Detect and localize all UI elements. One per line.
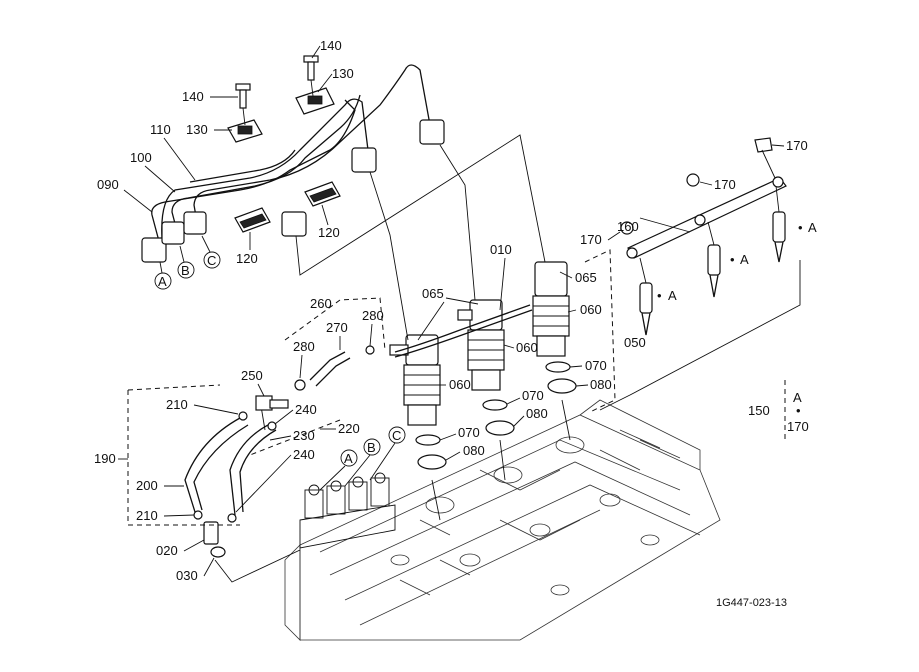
label-070-left: 070 — [458, 425, 480, 440]
label-150-a: A — [793, 390, 802, 405]
label-070-right: 070 — [585, 358, 607, 373]
label-230: 230 — [293, 428, 315, 443]
drawing-code: 1G447-023-13 — [716, 597, 787, 609]
label-140-top: 140 — [320, 38, 342, 53]
label-030: 030 — [176, 568, 198, 583]
label-090: 090 — [97, 177, 119, 192]
cylinder-head-illustration — [284, 399, 721, 641]
label-060-left: 060 — [449, 377, 471, 392]
label-120-right: 120 — [318, 225, 340, 240]
label-080-mid: 080 — [526, 406, 548, 421]
nozzle-marker-a-3: A — [808, 220, 817, 235]
label-120-left: 120 — [236, 251, 258, 266]
label-170-top: 170 — [786, 138, 808, 153]
label-130-left: 130 — [186, 122, 208, 137]
label-150: 150 — [748, 403, 770, 418]
injector-assemblies — [389, 249, 616, 470]
marker-c-head: C — [392, 428, 401, 443]
label-070-mid: 070 — [522, 388, 544, 403]
label-170-left: 170 — [580, 232, 602, 247]
nozzle-marker-a-1: A — [668, 288, 677, 303]
label-080-left: 080 — [463, 443, 485, 458]
label-050: 050 — [624, 335, 646, 350]
label-160: 160 — [617, 219, 639, 234]
label-260: 260 — [310, 296, 332, 311]
marker-a-head: A — [344, 451, 353, 466]
marker-b-head: B — [367, 440, 376, 455]
injection-pipes — [141, 64, 445, 263]
nozzle-marker-a-2: A — [740, 252, 749, 267]
pipe-clamps — [227, 55, 341, 233]
label-150-170: 170 — [787, 419, 809, 434]
label-010: 010 — [490, 242, 512, 257]
label-150-dot: • — [796, 403, 801, 418]
marker-a-pipe: A — [158, 274, 167, 289]
label-065-left: 065 — [422, 286, 444, 301]
label-200: 200 — [136, 478, 158, 493]
label-170-mid: 170 — [714, 177, 736, 192]
label-220: 220 — [338, 421, 360, 436]
label-130-top: 130 — [332, 66, 354, 81]
label-270: 270 — [326, 320, 348, 335]
label-280-left: 280 — [293, 339, 315, 354]
label-280-right: 280 — [362, 308, 384, 323]
return-hose-group — [127, 297, 786, 558]
marker-c-pipe: C — [207, 253, 216, 268]
nozzle-marker-dot-1: • — [657, 288, 662, 303]
label-190: 190 — [94, 451, 116, 466]
label-240-top: 240 — [295, 402, 317, 417]
nozzle-marker-dot-2: • — [730, 252, 735, 267]
label-110: 110 — [150, 122, 171, 137]
label-240-bottom: 240 — [293, 447, 315, 462]
nozzle-marker-dot-3: • — [798, 220, 803, 235]
part-number-labels: 140 130 140 130 110 100 090 120 120 010 … — [94, 38, 817, 609]
label-065-right: 065 — [575, 270, 597, 285]
marker-b-pipe: B — [181, 263, 190, 278]
label-020: 020 — [156, 543, 178, 558]
label-080-right: 080 — [590, 377, 612, 392]
nozzle-and-bracket — [620, 137, 787, 336]
label-060-right: 060 — [580, 302, 602, 317]
label-210-bottom: 210 — [136, 508, 158, 523]
label-140-left: 140 — [182, 89, 204, 104]
label-060-mid: 060 — [516, 340, 538, 355]
label-100: 100 — [130, 150, 152, 165]
label-250: 250 — [241, 368, 263, 383]
leader-lines — [214, 134, 801, 583]
label-210-top: 210 — [166, 397, 188, 412]
